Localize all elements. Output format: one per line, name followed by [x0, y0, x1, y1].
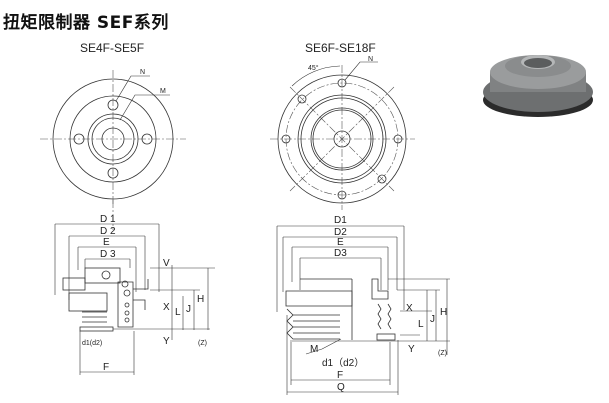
right-view-caption: SE6F-SE18F [305, 41, 376, 55]
d1-label: D 1 [100, 214, 116, 225]
e-label: E [103, 237, 110, 248]
h-label: H [197, 294, 204, 305]
f-label: F [337, 370, 343, 381]
left-view-caption: SE4F-SE5F [80, 41, 144, 55]
m-label: M [160, 88, 166, 95]
z-label: (Z) [438, 350, 447, 357]
d3-label: D 3 [100, 249, 116, 260]
j-label: J [186, 304, 191, 315]
z-label: (Z) [198, 340, 207, 347]
j-label: J [430, 314, 435, 325]
bore-label: d1（d2） [322, 357, 364, 369]
f-label: F [103, 362, 109, 373]
d2-label: D2 [334, 227, 347, 238]
left-section-view: D 1 D 2 E D 3 V X L J H Y (Z) d1(d2) F [54, 200, 215, 375]
e-label: E [337, 237, 344, 248]
v-label: V [163, 258, 170, 269]
angle-label: 45° [308, 64, 319, 72]
x-label: X [406, 303, 413, 314]
m-label: M [310, 344, 318, 355]
left-front-view: N M [40, 69, 186, 205]
d1-label: D1 [334, 215, 347, 226]
n-label: N [140, 69, 145, 76]
n-label: N [368, 56, 373, 63]
y-label: Y [408, 344, 415, 355]
bore-label: d1(d2) [82, 340, 102, 347]
q-label: Q [337, 382, 345, 393]
right-section-view: D1 D2 E D3 X J L H Y (Z) M d1（d2） F Q [276, 215, 450, 395]
x-label: X [163, 302, 170, 313]
l-label: L [418, 319, 424, 330]
product-photo [483, 55, 593, 117]
page-title: 扭矩限制器 SEF系列 [3, 13, 169, 33]
y-label: Y [163, 336, 170, 347]
right-front-view: 45° N [270, 56, 415, 210]
d2-label: D 2 [100, 226, 116, 237]
d3-label: D3 [334, 248, 347, 259]
l-label: L [175, 307, 181, 318]
h-label: H [440, 307, 447, 318]
